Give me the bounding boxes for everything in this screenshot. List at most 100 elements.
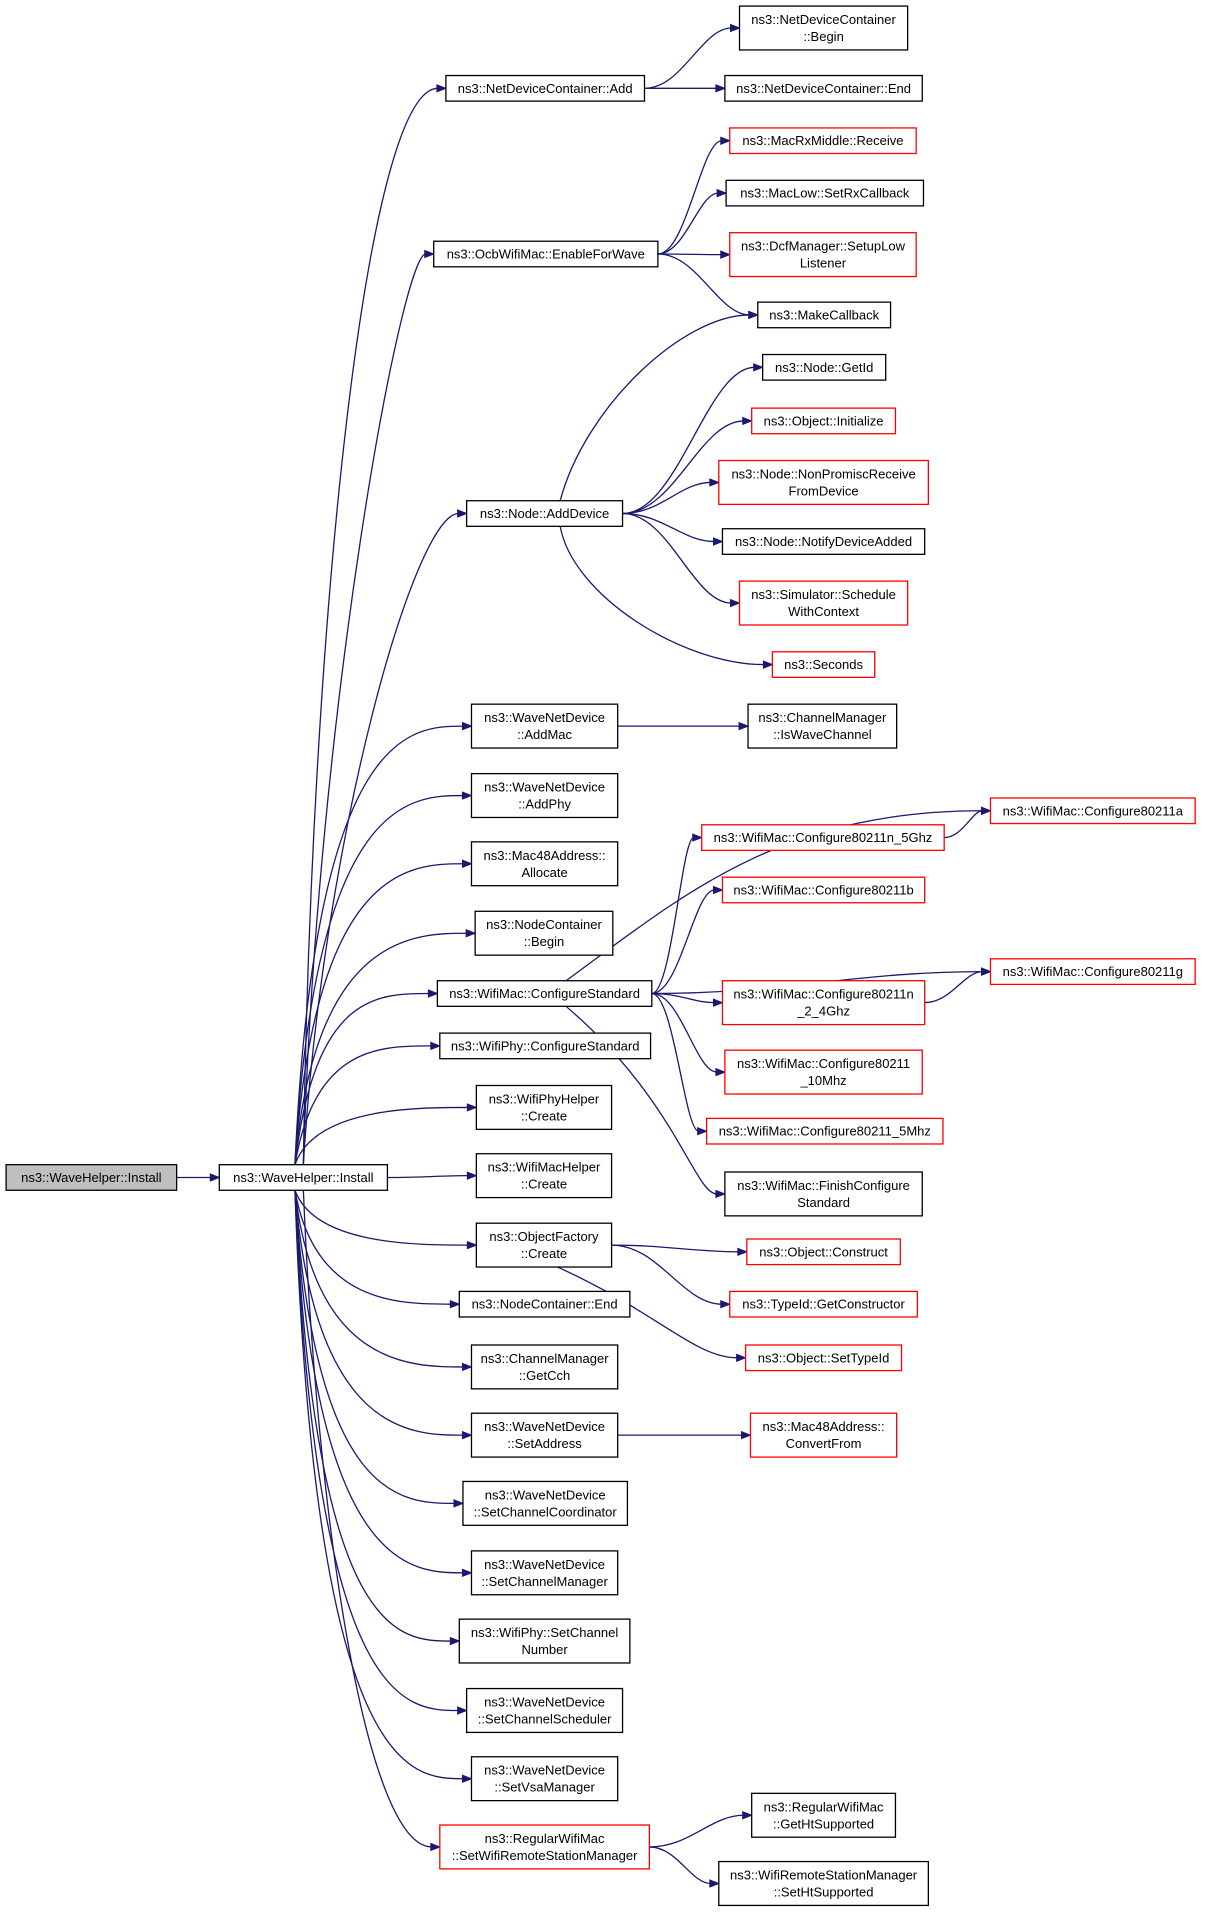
node-wnd-setaddr[interactable]: ns3::WaveNetDevice::SetAddress xyxy=(470,1412,619,1458)
node-seconds[interactable]: ns3::Seconds xyxy=(771,651,876,679)
node-label: ns3::NodeContainer xyxy=(486,917,602,932)
node-box xyxy=(470,1756,619,1802)
node-root[interactable]: ns3::WaveHelper::Install xyxy=(5,1164,178,1191)
node-wm-configstd[interactable]: ns3::WifiMac::ConfigureStandard xyxy=(436,980,653,1007)
arrowhead xyxy=(209,1173,221,1182)
call-edges xyxy=(176,23,992,1888)
node-ndc-end[interactable]: ns3::NetDeviceContainer::End xyxy=(724,74,923,102)
edge-node-adddevice-to-node-getid xyxy=(622,366,755,515)
node-label: ns3::RegularWifiMac xyxy=(764,1799,884,1814)
node-wnd-setcm[interactable]: ns3::WaveNetDevice::SetChannelManager xyxy=(470,1550,619,1596)
edge-install-to-wnd-setcs xyxy=(294,1190,459,1712)
node-wm-11b[interactable]: ns3::WifiMac::Configure80211b xyxy=(721,876,926,904)
arrowhead xyxy=(461,1568,473,1578)
node-wp-configstd[interactable]: ns3::WifiPhy::ConfigureStandard xyxy=(439,1032,652,1060)
node-wnd-setcc[interactable]: ns3::WaveNetDevice::SetChannelCoordinato… xyxy=(462,1480,629,1526)
node-label: ns3::Mac48Address:: xyxy=(763,1419,885,1434)
edge-install-to-wnd-setcc xyxy=(294,1190,455,1505)
node-box xyxy=(749,1412,898,1458)
node-box xyxy=(474,910,614,956)
node-label: ns3::MacRxMiddle::Receive xyxy=(742,133,903,148)
node-box xyxy=(475,1153,613,1199)
node-obj-settypeid[interactable]: ns3::Object::SetTypeId xyxy=(744,1344,903,1372)
node-label: ::SetAddress xyxy=(507,1436,582,1451)
node-ndc-add[interactable]: ns3::NetDeviceContainer::Add xyxy=(445,74,646,102)
node-ocb-enable[interactable]: ns3::OcbWifiMac::EnableForWave xyxy=(433,240,659,268)
node-node-getid[interactable]: ns3::Node::GetId xyxy=(762,353,887,381)
edge-install-to-of-create xyxy=(294,1190,469,1246)
node-wm-10mhz[interactable]: ns3::WifiMac::Configure80211_10Mhz xyxy=(724,1049,923,1095)
node-wnd-setvsa[interactable]: ns3::WaveNetDevice::SetVsaManager xyxy=(470,1756,619,1802)
node-label: ns3::ChannelManager xyxy=(481,1351,610,1366)
node-nc-end[interactable]: ns3::NodeContainer::End xyxy=(458,1290,631,1318)
edge-ocb-enable-to-dcf-setuplow xyxy=(657,253,722,256)
node-label: ns3::WifiMac::Configure80211_5Mhz xyxy=(719,1124,931,1139)
node-makecallback[interactable]: ns3::MakeCallback xyxy=(757,301,892,329)
node-install[interactable]: ns3::WaveHelper::Install xyxy=(218,1164,389,1191)
node-wrsm-setht[interactable]: ns3::WifiRemoteStationManager::SetHtSupp… xyxy=(718,1860,929,1907)
node-of-create[interactable]: ns3::ObjectFactory::Create xyxy=(475,1222,613,1268)
node-wm-5mhz[interactable]: ns3::WifiMac::Configure80211_5Mhz xyxy=(705,1117,944,1145)
node-obj-init[interactable]: ns3::Object::Initialize xyxy=(751,407,897,435)
node-mac48-convert[interactable]: ns3::Mac48Address::ConvertFrom xyxy=(749,1412,898,1458)
arrowhead xyxy=(712,998,724,1007)
node-wm-11a[interactable]: ns3::WifiMac::Configure80211a xyxy=(989,797,1196,825)
arrowhead xyxy=(720,250,732,259)
edge-install-to-wph-create xyxy=(294,1106,469,1165)
node-wph-create[interactable]: ns3::WifiPhyHelper::Create xyxy=(475,1084,613,1131)
node-typeid-getctor[interactable]: ns3::TypeId::GetConstructor xyxy=(729,1290,919,1318)
node-wm-11g[interactable]: ns3::WifiMac::Configure80211g xyxy=(989,958,1196,986)
node-wnd-setcs[interactable]: ns3::WaveNetDevice::SetChannelScheduler xyxy=(465,1687,624,1734)
node-node-notify[interactable]: ns3::Node::NotifyDeviceAdded xyxy=(721,528,926,555)
edge-install-to-nc-begin xyxy=(294,932,468,1165)
node-box xyxy=(718,1860,929,1907)
node-maclow-setrx[interactable]: ns3::MacLow::SetRxCallback xyxy=(725,179,925,207)
node-cm-iswave[interactable]: ns3::ChannelManager::IsWaveChannel xyxy=(747,703,898,749)
arrowhead xyxy=(738,721,750,731)
node-box xyxy=(439,1824,651,1870)
node-box xyxy=(744,1344,903,1372)
node-label: ::SetChannelManager xyxy=(481,1574,608,1589)
node-wm-11n24[interactable]: ns3::WifiMac::Configure80211n_2_4Ghz xyxy=(721,980,926,1026)
node-rwm-getht[interactable]: ns3::RegularWifiMac::GetHtSupported xyxy=(751,1792,897,1838)
node-box xyxy=(989,958,1196,986)
node-box xyxy=(470,772,619,819)
node-wmh-create[interactable]: ns3::WifiMacHelper::Create xyxy=(475,1153,613,1199)
edge-ocb-enable-to-macrx-receive xyxy=(657,140,722,255)
node-label: ns3::WaveNetDevice xyxy=(484,1694,605,1709)
edge-of-create-to-obj-construct xyxy=(611,1244,739,1253)
node-label: ns3::NodeContainer::End xyxy=(472,1297,618,1312)
node-ndc-begin[interactable]: ns3::NetDeviceContainer::Begin xyxy=(738,5,909,51)
edge-node-adddevice-to-node-notify xyxy=(622,512,715,543)
node-rwm-setrsm[interactable]: ns3::RegularWifiMac::SetWifiRemoteStatio… xyxy=(439,1824,651,1870)
arrowhead xyxy=(762,660,774,669)
node-label: WithContext xyxy=(788,604,859,619)
edge-node-adddevice-to-node-nonpromisc xyxy=(622,481,711,515)
node-cm-getcch[interactable]: ns3::ChannelManager::GetCch xyxy=(470,1344,619,1390)
node-label: FromDevice xyxy=(789,483,859,498)
arrowhead xyxy=(709,478,721,487)
edge-wm-configstd-to-wm-11n5 xyxy=(651,836,695,995)
edge-install-to-rwm-setrsm xyxy=(302,1190,432,1848)
node-label: ns3::Object::Construct xyxy=(759,1244,888,1259)
edge-of-create-to-typeid-getctor xyxy=(611,1244,722,1305)
node-mac48-alloc[interactable]: ns3::Mac48Address::Allocate xyxy=(470,841,619,887)
node-obj-construct[interactable]: ns3::Object::Construct xyxy=(746,1238,901,1266)
arrowhead xyxy=(461,791,473,800)
node-label: ::Begin xyxy=(524,934,564,949)
node-label: ns3::Object::SetTypeId xyxy=(758,1350,890,1365)
node-wnd-addphy[interactable]: ns3::WaveNetDevice::AddPhy xyxy=(470,772,619,819)
node-wnd-addmac[interactable]: ns3::WaveNetDevice::AddMac xyxy=(470,703,619,749)
node-node-adddevice[interactable]: ns3::Node::AddDevice xyxy=(465,500,624,527)
node-box xyxy=(445,74,646,102)
node-nc-begin[interactable]: ns3::NodeContainer::Begin xyxy=(474,910,614,956)
node-macrx-receive[interactable]: ns3::MacRxMiddle::Receive xyxy=(729,127,917,155)
node-label: ns3::WifiMac::Configure80211n xyxy=(733,987,913,1002)
node-wm-11n5[interactable]: ns3::WifiMac::Configure80211n_5Ghz xyxy=(701,824,945,852)
arrowhead xyxy=(709,1879,721,1888)
